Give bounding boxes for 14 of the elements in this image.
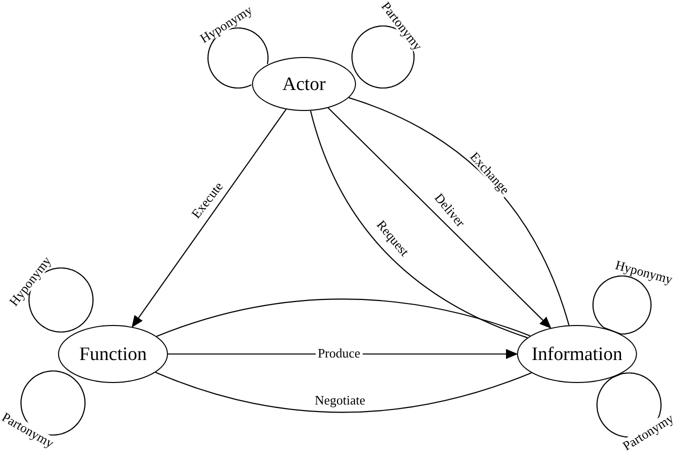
edge-label: Produce bbox=[316, 346, 362, 360]
ellipse-node: Information bbox=[517, 325, 637, 383]
connector-line bbox=[348, 97, 570, 326]
loop-connector bbox=[592, 275, 652, 335]
arrow bbox=[132, 109, 287, 328]
ellipse-node: Function bbox=[58, 325, 168, 383]
edge-label: Negotiate bbox=[312, 394, 368, 406]
connector-line bbox=[156, 298, 530, 337]
loop-connector bbox=[28, 267, 94, 333]
arrow bbox=[328, 108, 552, 329]
ellipse-node: Actor bbox=[252, 57, 356, 111]
loop-connector bbox=[207, 27, 269, 89]
connector-line bbox=[310, 110, 528, 338]
connector-line bbox=[155, 372, 532, 413]
